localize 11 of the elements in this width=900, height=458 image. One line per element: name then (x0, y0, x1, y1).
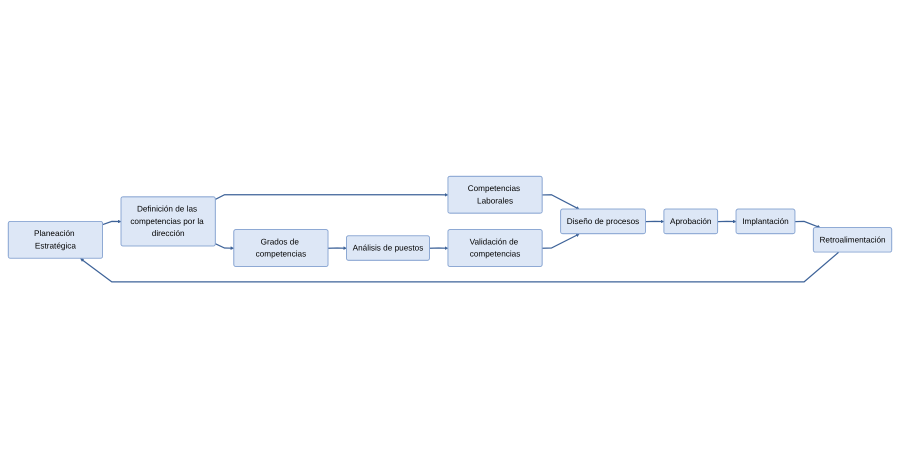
arrow (542, 194, 580, 210)
arrow (328, 246, 347, 250)
arrow (542, 234, 580, 249)
arrow (718, 220, 736, 224)
arrow (215, 193, 448, 200)
arrow (215, 243, 234, 250)
arrow (430, 246, 448, 250)
arrow (80, 252, 839, 282)
arrow (646, 220, 664, 224)
arrow (795, 220, 821, 228)
arrow (102, 220, 122, 226)
